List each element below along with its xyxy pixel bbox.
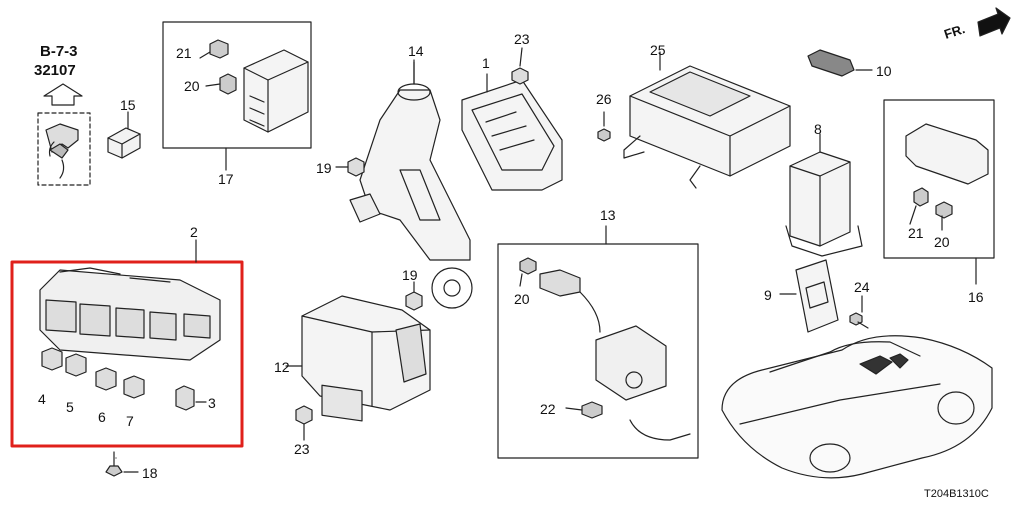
part-label-22: 22 <box>540 401 556 417</box>
part-label-14: 14 <box>408 43 424 59</box>
reference-code-line1: B-7-3 <box>40 43 78 60</box>
part-18-bolt <box>105 451 139 477</box>
part-12-module <box>285 295 431 422</box>
part-8-module <box>785 133 863 257</box>
part-24-bolt <box>849 295 869 329</box>
part-label-23-top: 23 <box>514 31 530 47</box>
part-label-5: 5 <box>66 399 74 415</box>
part-label-2: 2 <box>190 224 198 240</box>
part-9-bracket <box>779 259 839 333</box>
part-label-26: 26 <box>596 91 612 107</box>
highlight-box <box>10 260 244 448</box>
vehicle-outline <box>721 335 993 479</box>
part-14-bracket <box>349 59 473 309</box>
group-13-box <box>497 225 699 459</box>
group-17-box <box>162 21 312 171</box>
part-label-17: 17 <box>218 171 234 187</box>
part-label-24: 24 <box>854 279 870 295</box>
part-label-6: 6 <box>98 409 106 425</box>
group-16-box <box>883 99 995 285</box>
reference-inset <box>37 83 91 186</box>
part-23-nuts <box>295 67 529 441</box>
part-label-4: 4 <box>38 391 46 407</box>
part-label-20: 20 <box>184 78 200 94</box>
part-label-19-bottom: 19 <box>402 267 418 283</box>
part-label-20-right: 20 <box>934 234 950 250</box>
part-1-module <box>461 73 563 191</box>
part-label-18: 18 <box>142 465 158 481</box>
part-label-13: 13 <box>600 207 616 223</box>
part-label-8: 8 <box>814 121 822 137</box>
part-25-ecu <box>623 51 791 189</box>
part-label-21-right: 21 <box>908 225 924 241</box>
part-19-nuts <box>335 157 423 311</box>
diagram-code: T204B1310C <box>924 488 989 500</box>
part-label-15: 15 <box>120 97 136 113</box>
part-label-9: 9 <box>764 287 772 303</box>
part-label-20-mid: 20 <box>514 291 530 307</box>
part-15-clip <box>107 127 141 159</box>
part-label-3: 3 <box>208 395 216 411</box>
part-label-12: 12 <box>274 359 290 375</box>
front-direction-arrow <box>977 7 1011 37</box>
part-label-1: 1 <box>482 55 490 71</box>
part-label-7: 7 <box>126 413 134 429</box>
part-2-fuse-box <box>39 267 221 411</box>
part-label-19-top: 19 <box>316 160 332 176</box>
part-label-23-bottom: 23 <box>294 441 310 457</box>
reference-code-line2: 32107 <box>34 62 76 79</box>
part-label-25: 25 <box>650 42 666 58</box>
part-label-10: 10 <box>876 63 892 79</box>
part-26-bolt <box>597 111 611 142</box>
part-label-21: 21 <box>176 45 192 61</box>
part-label-16: 16 <box>968 289 984 305</box>
part-10-sensor <box>807 49 873 77</box>
leader-lines <box>127 47 943 411</box>
